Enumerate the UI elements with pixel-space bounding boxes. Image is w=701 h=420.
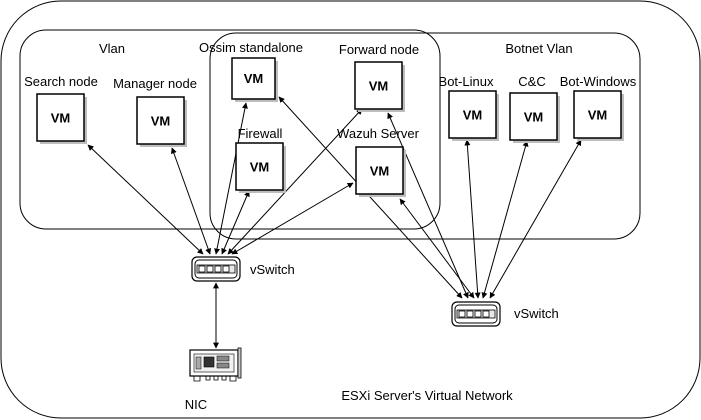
vm-search-node-text: VM	[51, 111, 71, 126]
botnet-vlan-label: Botnet Vlan	[505, 41, 572, 56]
vm-forward-node-text: VM	[369, 79, 389, 94]
vm-manager-node-text: VM	[151, 114, 171, 129]
cnc-label: C&C	[518, 74, 545, 89]
link-wazuh-server	[231, 182, 354, 255]
vm-bot-windows-text: VM	[588, 108, 608, 123]
vswitch-right-label: vSwitch	[514, 306, 559, 321]
vm-search-node: VM	[36, 93, 87, 144]
search-node-label: Search node	[24, 74, 98, 89]
vm-wazuh-server-text: VM	[370, 164, 390, 179]
vm-forward-node: VM	[354, 61, 405, 112]
nic-card-icon	[189, 347, 242, 382]
vm-bot-linux: VM	[448, 90, 499, 141]
esxi-server-label: ESXi Server's Virtual Network	[341, 388, 513, 403]
bot-linux-label: Bot-Linux	[439, 74, 494, 89]
bot-windows-label: Bot-Windows	[560, 74, 637, 89]
link-firewall	[221, 190, 250, 255]
firewall-label: Firewall	[238, 126, 283, 141]
link-cnc	[481, 140, 529, 299]
nic-label: NIC	[185, 397, 207, 412]
vm-firewall: VM	[235, 142, 286, 193]
ossim-standalone-label: Ossim standalone	[199, 40, 303, 55]
vm-bot-linux-text: VM	[463, 108, 483, 123]
vm-ossim-standalone-text: VM	[244, 71, 264, 86]
manager-node-label: Manager node	[113, 76, 197, 91]
vlan-label: Vlan	[99, 41, 125, 56]
vm-cnc: VM	[509, 92, 560, 143]
forward-node-label: Forward node	[339, 42, 419, 57]
vm-ossim-standalone: VM	[231, 57, 278, 102]
link-manager-node	[170, 147, 212, 255]
vm-manager-node: VM	[136, 96, 187, 147]
link-wazuh-right	[399, 198, 475, 299]
vswitch-left-icon	[191, 256, 241, 282]
vm-cnc-text: VM	[524, 110, 544, 125]
vm-bot-windows: VM	[573, 90, 624, 141]
vswitch-left-label: vSwitch	[250, 262, 295, 277]
link-search-node	[87, 144, 204, 255]
vswitch-right-icon	[451, 301, 501, 327]
vm-wazuh-server: VM	[355, 146, 406, 197]
link-bot-linux	[464, 139, 481, 299]
right-vswitch-links	[278, 96, 582, 299]
link-bot-windows	[489, 139, 582, 299]
vm-firewall-text: VM	[250, 160, 270, 175]
left-vswitch-links	[87, 102, 363, 349]
wazuh-server-label: Wazuh Server	[337, 126, 420, 141]
